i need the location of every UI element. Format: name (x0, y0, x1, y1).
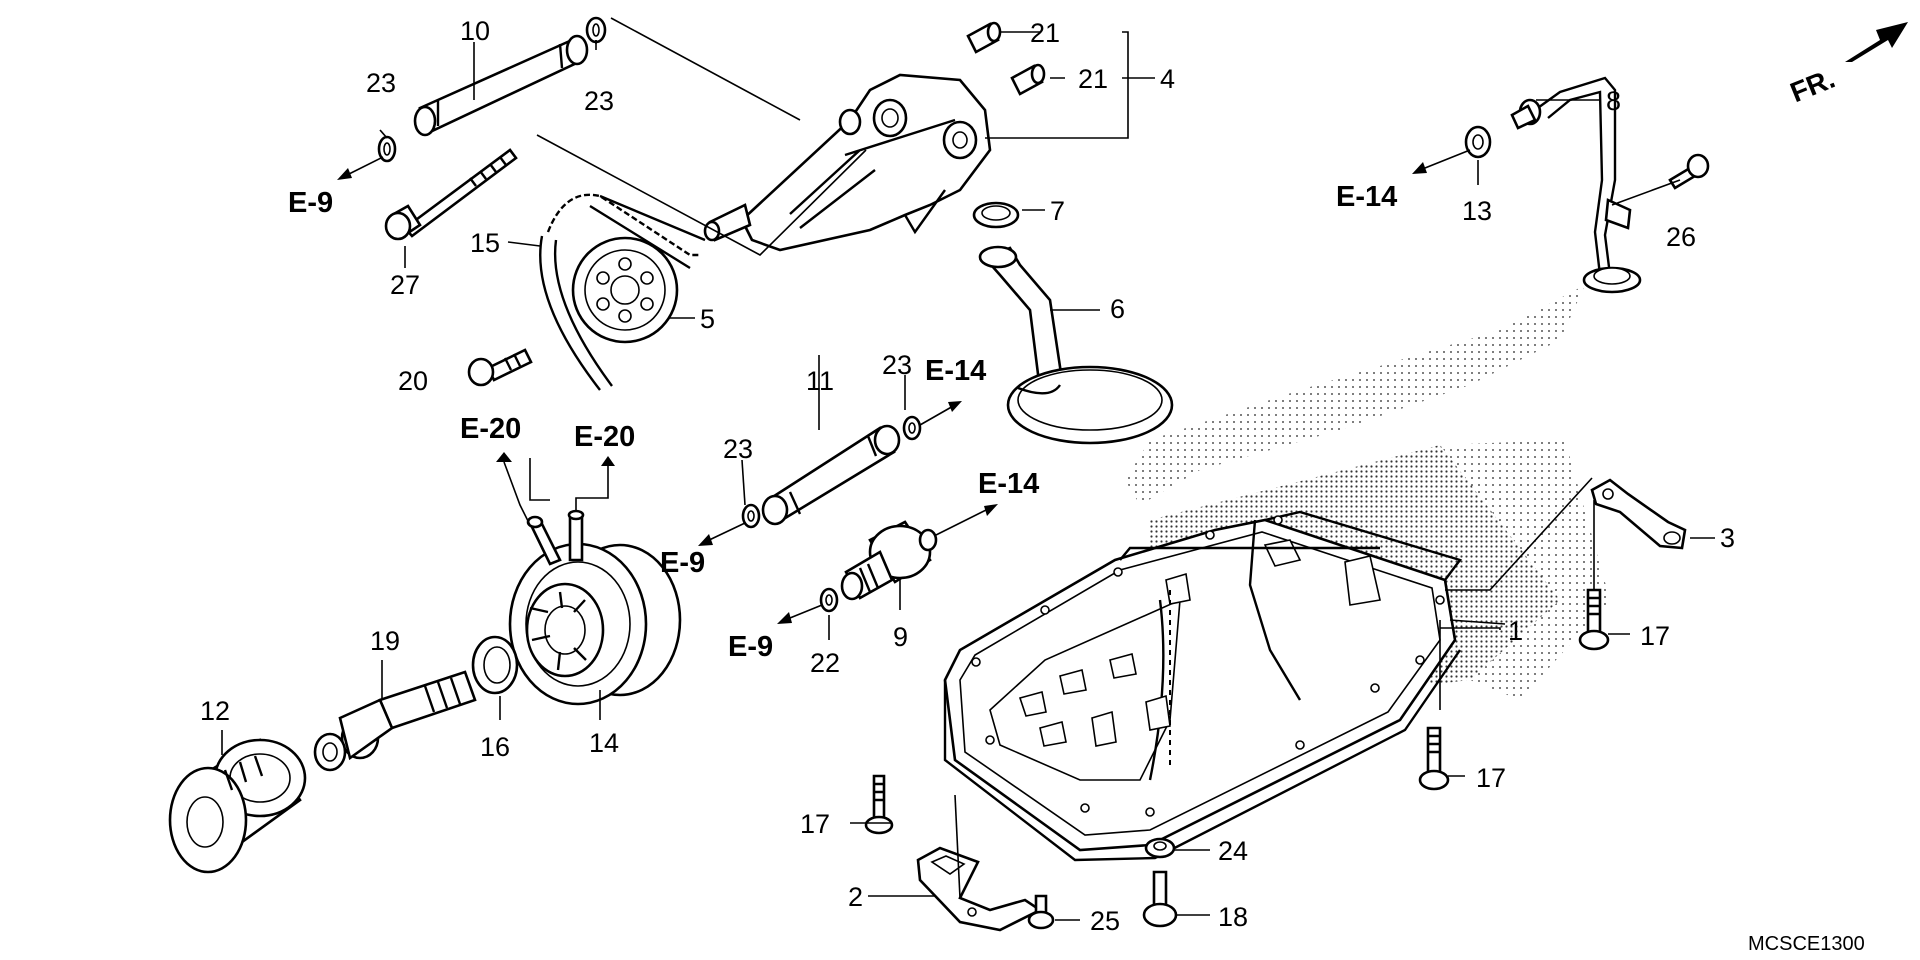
leader-lines (221, 17, 1715, 921)
oil-pump-assembly (703, 73, 992, 252)
label-22: 22 (810, 648, 840, 678)
label-15: 15 (470, 228, 500, 258)
label-6: 6 (1110, 294, 1125, 324)
ref-e14-oil-pipe: E-14 (925, 355, 986, 387)
label-11: 11 (806, 366, 834, 396)
oil-pipe-lower (761, 424, 901, 526)
plate-2 (916, 846, 1043, 932)
drain-bolt-18 (1142, 870, 1178, 928)
bolt-17-left (864, 774, 894, 835)
label-27: 27 (390, 270, 420, 300)
washer-24 (1144, 837, 1176, 859)
oil-pipe-upper (413, 34, 589, 137)
oil-pressure-switch (840, 520, 938, 601)
label-23-upper-right: 23 (584, 86, 614, 116)
o-ring-23-upper-right (585, 16, 607, 44)
label-14: 14 (589, 728, 619, 758)
front-label: FR. (1786, 63, 1839, 109)
label-13: 13 (1462, 196, 1492, 226)
oil-strainer (978, 245, 1174, 445)
ref-e14-dipstick: E-14 (1336, 181, 1397, 213)
o-ring-23-lower-right (902, 415, 922, 441)
label-10: 10 (460, 16, 490, 46)
o-ring-16 (471, 635, 519, 695)
label-2: 2 (848, 882, 863, 912)
ref-e9-lower: E-9 (728, 631, 773, 663)
ref-e9-middle: E-9 (660, 547, 705, 579)
label-20: 20 (398, 366, 428, 396)
label-9: 9 (893, 622, 908, 652)
seal-7 (972, 201, 1020, 229)
label-1: 1 (1508, 616, 1523, 646)
bolt-17-right-lower (1418, 726, 1450, 791)
front-direction-arrow (1845, 22, 1908, 62)
dowel-pin-21-lower (1010, 63, 1046, 96)
flange-bolt-27 (384, 148, 518, 241)
callout-labels: 1 2 3 4 5 6 7 8 9 10 11 12 13 14 15 16 1… (200, 16, 1735, 936)
label-18: 18 (1218, 902, 1248, 932)
label-5: 5 (700, 304, 715, 334)
o-ring-23-lower-left (741, 503, 761, 529)
label-26: 26 (1666, 222, 1696, 252)
e20-arrows (496, 452, 615, 526)
reference-arrows (337, 149, 1471, 624)
dowel-pin-21-upper (966, 21, 1002, 54)
diagram-code: MCSCE1300 (1748, 933, 1865, 955)
bolt-26 (1668, 153, 1710, 190)
label-23-lower-right: 23 (882, 350, 912, 380)
label-17-left: 17 (800, 809, 830, 839)
oil-pump-driven-sprocket (571, 236, 679, 344)
ref-e14-pressure-switch: E-14 (978, 468, 1039, 500)
oil-level-dipstick-guide (1510, 76, 1642, 294)
bolt-25 (1027, 894, 1055, 930)
label-21-lower: 21 (1078, 64, 1108, 94)
oil-filter-cartridge (168, 738, 307, 874)
label-23-lower-left: 23 (723, 434, 753, 464)
label-21-upper: 21 (1030, 18, 1060, 48)
label-24: 24 (1218, 836, 1248, 866)
ref-e20-right: E-20 (574, 421, 635, 453)
label-4: 4 (1160, 64, 1175, 94)
label-17-right-lower: 17 (1476, 763, 1506, 793)
ref-e20-left: E-20 (460, 413, 521, 445)
sprocket-bolt-20 (467, 348, 533, 387)
bolt-17-right-upper (1578, 588, 1610, 651)
oil-cooler (508, 509, 682, 706)
label-3: 3 (1720, 523, 1735, 553)
washer-22 (819, 587, 839, 613)
label-25: 25 (1090, 906, 1120, 936)
oil-pump-drive-chain (539, 193, 706, 391)
label-19: 19 (370, 626, 400, 656)
label-16: 16 (480, 732, 510, 762)
reference-labels: E-9 E-9 E-9 E-14 E-14 E-14 E-20 E-20 FR.… (288, 63, 1865, 955)
label-8: 8 (1606, 86, 1621, 116)
label-17-right-upper: 17 (1640, 621, 1670, 651)
label-23-upper-left: 23 (366, 68, 396, 98)
o-ring-13 (1464, 125, 1492, 159)
oil-pan (943, 510, 1462, 862)
label-12: 12 (200, 696, 230, 726)
ref-e9-upper: E-9 (288, 187, 333, 219)
bracket-3 (1590, 478, 1687, 550)
label-7: 7 (1050, 196, 1065, 226)
oil-cooler-center-bolt (313, 670, 477, 772)
